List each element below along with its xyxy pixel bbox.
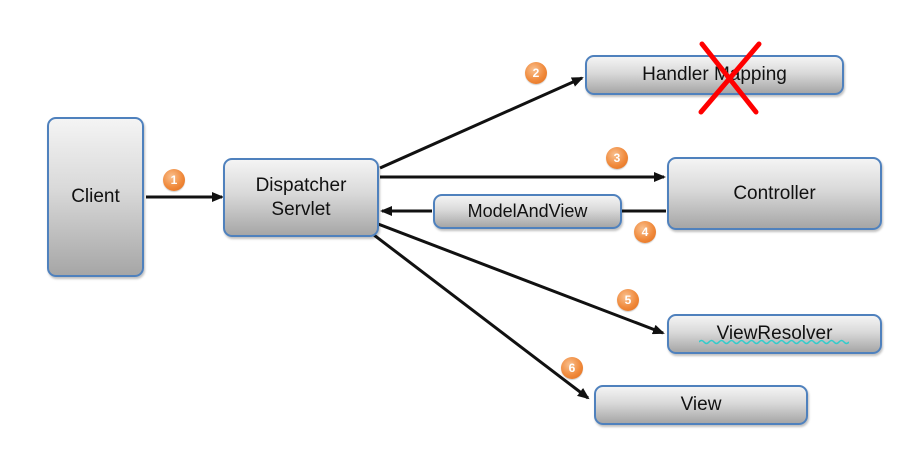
model-and-view-node: ModelAndView — [433, 194, 622, 229]
view-resolver-node: ViewResolver — [667, 314, 882, 354]
handler-mapping-label: Handler Mapping — [642, 64, 787, 86]
arrow-dispatcher-to-handler-mapping — [379, 76, 584, 170]
step-badge-3: 3 — [606, 147, 628, 169]
client-label: Client — [71, 186, 120, 208]
view-resolver-label: ViewResolver — [716, 323, 833, 345]
spellcheck-underline — [699, 339, 849, 345]
step-badge-4: 4 — [634, 221, 656, 243]
arrow-dispatcher-to-viewresolver — [377, 222, 665, 335]
model-and-view-label: ModelAndView — [467, 201, 588, 222]
view-label: View — [680, 394, 722, 416]
controller-node: Controller — [667, 157, 882, 230]
client-node: Client — [47, 117, 144, 277]
step-badge-2: 2 — [525, 62, 547, 84]
step-badge-1: 1 — [163, 169, 185, 191]
controller-label: Controller — [733, 182, 816, 204]
dispatcher-servlet-node: Dispatcher Servlet — [223, 158, 379, 237]
dispatcher-servlet-label: Dispatcher Servlet — [255, 174, 347, 220]
view-node: View — [594, 385, 808, 425]
step-badge-5: 5 — [617, 289, 639, 311]
arrow-dispatcher-to-view — [369, 230, 590, 400]
step-badge-6: 6 — [561, 357, 583, 379]
